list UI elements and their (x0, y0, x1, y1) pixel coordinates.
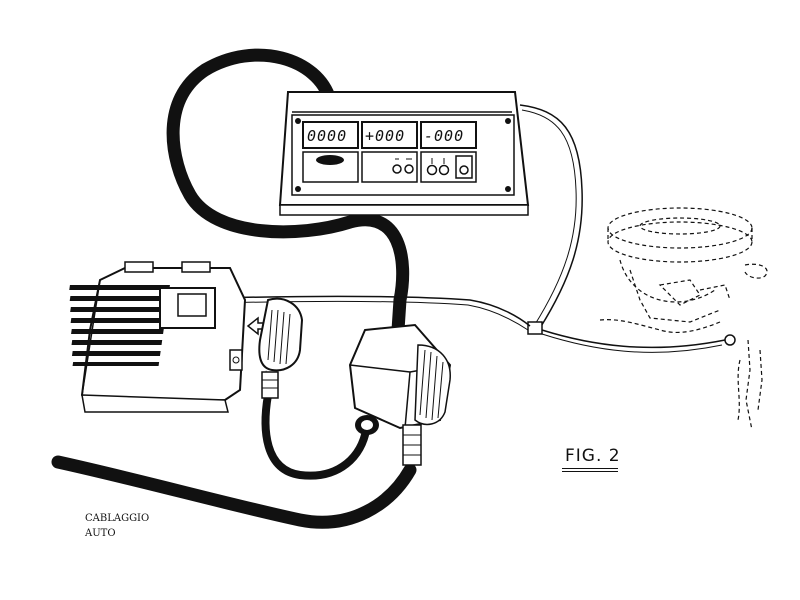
plug-loop-cable (261, 391, 370, 480)
knob-2 (404, 164, 414, 174)
figure-label: FIG. 2 (565, 446, 621, 466)
knob-4 (438, 164, 450, 176)
probe-wire-engine (541, 329, 726, 349)
display-1: 0000 (307, 127, 347, 145)
ecu-cooling-fins (69, 285, 170, 366)
car-harness-cable (51, 455, 417, 529)
figure-label-underline (562, 468, 618, 472)
harness-connector (258, 297, 304, 399)
junction-box (348, 323, 452, 466)
probe-wire-top (519, 104, 583, 329)
brand-logo (316, 155, 344, 165)
display-2: +000 (365, 127, 405, 145)
display-window-1 (302, 121, 359, 149)
probe-rod (214, 295, 531, 327)
engine-sketch (599, 207, 768, 431)
display-window-3 (420, 121, 477, 149)
probe-tee (527, 321, 543, 335)
display-3: -000 (424, 127, 464, 145)
wiring-label-line-2: AUTO (85, 528, 116, 539)
display-window-2 (361, 121, 418, 149)
probe-wire-top-inner (521, 109, 577, 327)
knob-5 (459, 165, 469, 175)
knob-3 (426, 164, 438, 176)
probe-wire-engine-inner (541, 333, 723, 353)
main-cable-loop (166, 48, 410, 337)
analyzer-instrument: 0000 +000 -000 (278, 91, 530, 216)
knob-1 (392, 164, 402, 174)
wiring-label-line-1: CABLAGGIO (85, 513, 150, 524)
ecu-unit (69, 261, 247, 413)
probe-clip (724, 334, 736, 346)
